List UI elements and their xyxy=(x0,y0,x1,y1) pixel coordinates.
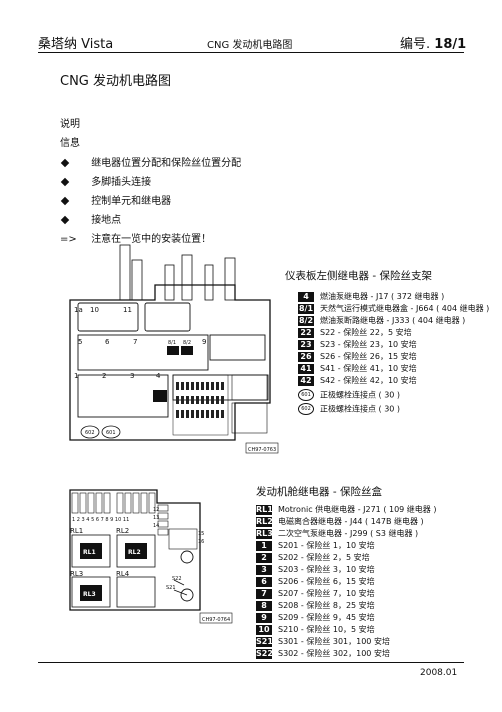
intro-item: 接地点 xyxy=(60,211,121,226)
bolt-602-label: 602 xyxy=(85,430,95,436)
engine-bay-fuse-box-diagram: 1 2 3 4 5 6 7 8 9 10 11 12 13 14 15 16 R… xyxy=(69,489,233,624)
fuse-label-13: 13 xyxy=(153,515,159,521)
slot-label-5: 5 xyxy=(78,338,82,346)
slot-label-8-2: 8/2 xyxy=(183,340,191,346)
bolt-601-label: 601 xyxy=(106,430,116,436)
slot-label-9: 9 xyxy=(202,338,206,346)
doc-number: 18/1 xyxy=(434,37,467,52)
header-rule xyxy=(38,52,464,53)
intro-item: => 注意在一览中的安装位置！ xyxy=(60,234,212,245)
panel2-title: 发动机舱继电器 - 保险丝盒 xyxy=(256,486,382,498)
panel1-title: 仪表板左侧继电器 - 保险丝支架 xyxy=(285,270,432,282)
slot-label-1a: 1a xyxy=(74,306,83,314)
fuse-label-16: 16 xyxy=(198,539,204,545)
fuse-label-14: 14 xyxy=(153,523,159,529)
relay-rl1-mark: RL1 xyxy=(83,549,96,556)
relay-rl3-mark: RL3 xyxy=(83,591,96,598)
diamond-bullet-icon xyxy=(60,196,70,206)
diagram-code-2: CH97-0764 xyxy=(202,617,230,623)
slot-label-6: 6 xyxy=(105,338,110,346)
relay-rl2-mark: RL2 xyxy=(128,549,141,556)
relay-slot-rl1: RL1 xyxy=(70,527,83,535)
footer-rule xyxy=(38,662,464,663)
fuse-label-s21: S21 xyxy=(166,585,176,591)
diamond-bullet-icon xyxy=(60,177,70,187)
header-left: 桑塔纳 Vista xyxy=(38,37,114,52)
diamond-bullet-icon xyxy=(60,215,70,225)
slot-label-7: 7 xyxy=(133,338,137,346)
intro-item: 继电器位置分配和保险丝位置分配 xyxy=(60,154,241,169)
slot-label-2: 2 xyxy=(102,372,106,380)
relay-slot-rl4: RL4 xyxy=(116,570,130,578)
header-center: CNG 发动机电路图 xyxy=(207,40,293,51)
slot-label-10: 10 xyxy=(90,306,99,314)
fuse-number-row: 1 2 3 4 5 6 7 8 9 10 11 xyxy=(72,517,129,523)
arrow-bullet: => xyxy=(60,234,77,245)
relay-slot-rl2: RL2 xyxy=(116,527,129,535)
slot-label-4: 4 xyxy=(156,372,161,380)
diamond-bullet-icon xyxy=(60,158,70,168)
doc-number-prefix: 编号. xyxy=(400,37,431,52)
slot-label-3: 3 xyxy=(130,372,134,380)
fuse-label-s22: S22 xyxy=(172,576,182,582)
fuse-label-12: 12 xyxy=(153,507,159,513)
diagram-code-1: CH97-0763 xyxy=(248,447,276,453)
intro-item: 多脚插头连接 xyxy=(60,173,151,188)
slot-label-11: 11 xyxy=(123,306,132,314)
fuse-label-15: 15 xyxy=(198,531,204,537)
slot-label-1: 1 xyxy=(74,372,78,380)
header-right: 编号. 18/1 xyxy=(400,33,466,52)
intro-line-2: 信息 xyxy=(60,138,80,149)
footer-date: 2008.01 xyxy=(420,668,458,678)
intro-item: 控制单元和继电器 xyxy=(60,192,171,207)
relay-slot-rl3: RL3 xyxy=(70,570,83,578)
intro-line-1: 说明 xyxy=(60,119,80,130)
page-title: CNG 发动机电路图 xyxy=(60,74,172,89)
slot-label-8-1: 8/1 xyxy=(168,340,176,346)
relay-fuse-bracket-diagram: 1a 10 11 5 6 7 8/1 8/2 9 1 2 3 4 602 601… xyxy=(69,244,279,454)
